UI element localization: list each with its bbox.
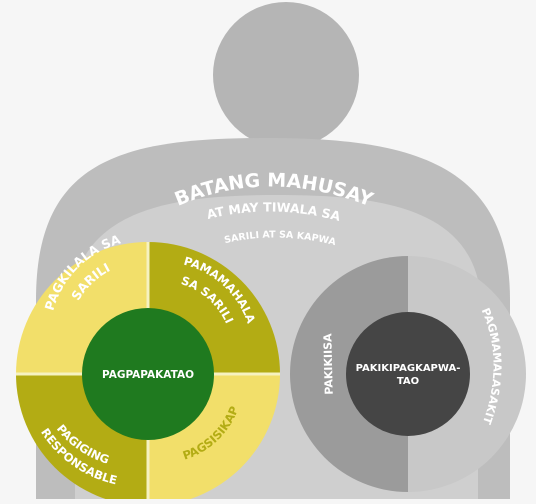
center-label-line1: PAKIKIPAGKAPWA- xyxy=(356,363,461,374)
center-label-line2: TAO xyxy=(397,376,419,387)
center-circle-charcoal xyxy=(346,312,470,436)
right-value-circle: PAKIKIPAGKAPWA- TAO PAKIKIISA PAGMAMALAS… xyxy=(290,256,526,492)
label-pakikiisa: PAKIKIISA xyxy=(321,333,335,395)
center-circle-green xyxy=(82,308,214,440)
center-label-pagpapakatao: PAGPAPAKATAO xyxy=(102,369,194,381)
head-circle xyxy=(213,2,359,148)
